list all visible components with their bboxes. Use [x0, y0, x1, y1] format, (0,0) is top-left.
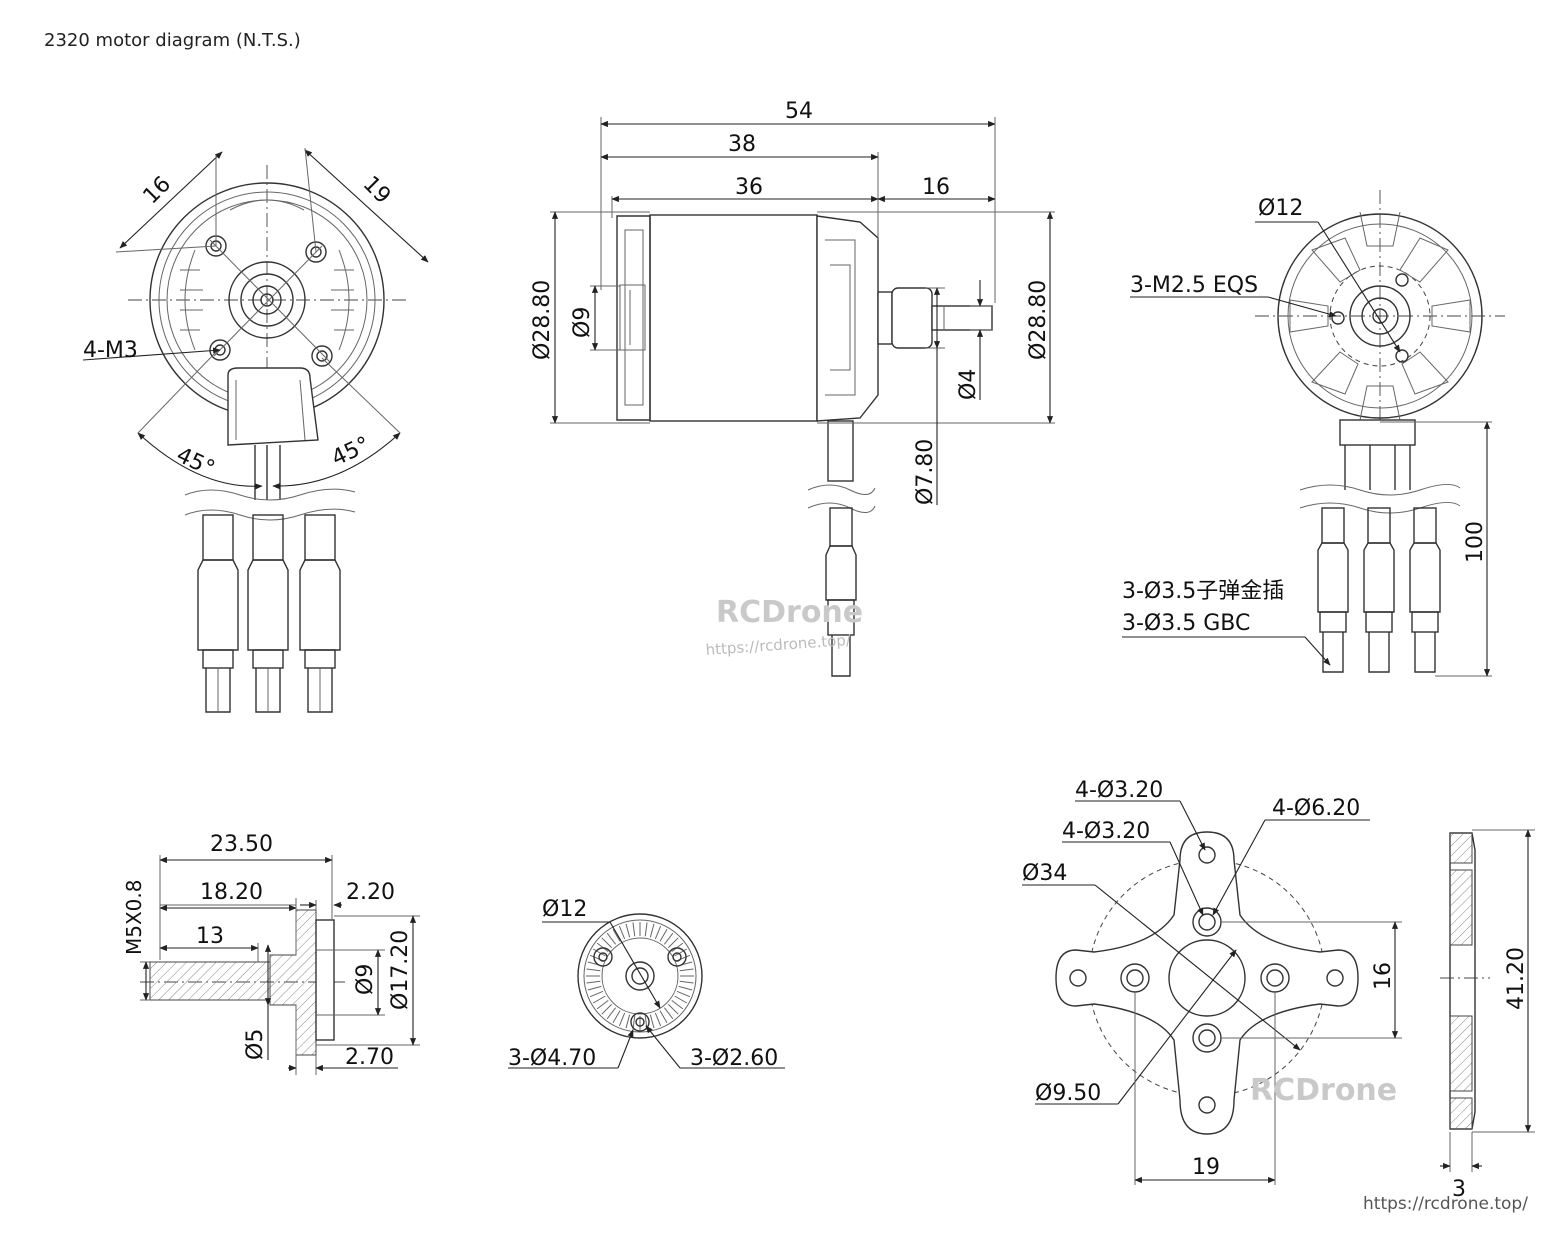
mount-holes-620: 4-Ø6.20 [1272, 796, 1360, 821]
side-view: 54 38 36 16 Ø28.80 Ø9 Ø28.80 Ø4 Ø7.80 [530, 99, 1055, 677]
adapter-tooth [592, 995, 606, 1004]
side-dia-28-right: Ø28.80 [1026, 280, 1051, 360]
adapter-tooth [618, 1012, 626, 1027]
watermark-url-1: https://rcdrone.top/ [705, 631, 852, 659]
adapter-tooth [644, 922, 648, 937]
adapter-tooth [667, 1003, 679, 1015]
adapter-tooth [667, 937, 679, 949]
mount-dim-16: 16 [1371, 962, 1396, 990]
side-dim-54: 54 [785, 99, 813, 124]
mount-dia-34: Ø34 [1022, 861, 1067, 886]
adapter-holes-260: 3-Ø2.60 [690, 1046, 778, 1071]
side-dim-38: 38 [728, 132, 756, 157]
rear-label-gbc-cn: 3-Ø3.5子弹金插 [1122, 579, 1284, 604]
adapter-tooth [679, 980, 694, 984]
mount-view: 4-Ø3.20 4-Ø3.20 4-Ø6.20 Ø34 Ø9.50 16 19 … [1022, 778, 1535, 1214]
mount-holes-320-a: 4-Ø3.20 [1075, 778, 1163, 803]
adapter-tooth [587, 985, 602, 991]
adapter-tooth [649, 923, 655, 938]
adapter-holes-470: 3-Ø4.70 [508, 1046, 596, 1071]
mount-dia-9-50: Ø9.50 [1035, 1081, 1101, 1106]
side-dim-16: 16 [922, 175, 950, 200]
rear-label-gbc-en: 3-Ø3.5 GBC [1122, 611, 1250, 636]
adapter-view: Ø12 3-Ø4.70 3-Ø2.60 [508, 897, 785, 1071]
front-label-4m3: 4-M3 [83, 338, 138, 363]
rear-view: Ø12 3-M2.5 EQS [1122, 190, 1505, 677]
adapter-tooth [654, 1012, 662, 1027]
side-dim-36: 36 [735, 175, 763, 200]
adapter-tooth [671, 999, 684, 1010]
watermark-url-2: https://rcdrone.top/ [1363, 1194, 1528, 1214]
adapter-tooth [659, 1010, 668, 1024]
adapter-tooth [663, 1007, 674, 1020]
shaft-dim-2-20: 2.20 [346, 880, 395, 905]
adapter-dia-12: Ø12 [542, 897, 587, 922]
adapter-teeth [586, 922, 694, 1030]
adapter-tooth [654, 925, 662, 940]
mount-dim-19: 19 [1192, 1155, 1220, 1180]
adapter-tooth [606, 1007, 617, 1020]
adapter-tooth [649, 1014, 655, 1029]
front-view: 16 19 4-M3 45° 45° [82, 147, 429, 713]
shaft-dim-2-70: 2.70 [345, 1045, 394, 1070]
shaft-dim-13: 13 [196, 924, 224, 949]
front-angle-right: 45° [328, 432, 374, 471]
rear-dia-12: Ø12 [1258, 196, 1303, 221]
rear-dim-100: 100 [1463, 521, 1488, 563]
shaft-dim-23-50: 23.50 [210, 832, 273, 857]
adapter-tooth [625, 1014, 631, 1029]
adapter-tooth [632, 922, 636, 937]
adapter-tooth [663, 932, 674, 945]
front-dim-16: 16 [139, 172, 176, 209]
adapter-tooth [659, 928, 668, 942]
shaft-dia-17-20: Ø17.20 [388, 930, 413, 1010]
shaft-dia-9: Ø9 [353, 964, 378, 995]
adapter-tooth [592, 948, 606, 957]
adapter-tooth [618, 925, 626, 940]
adapter-tooth [586, 968, 601, 972]
adapter-tooth [674, 995, 688, 1004]
side-dia-9: Ø9 [570, 307, 595, 338]
mount-dim-41-20: 41.20 [1504, 947, 1529, 1010]
adapter-tooth [625, 923, 631, 938]
adapter-tooth [586, 980, 601, 984]
shaft-dia-5: Ø5 [243, 1029, 268, 1060]
rear-label-m25: 3-M2.5 EQS [1130, 273, 1258, 298]
side-dia-4: Ø4 [956, 369, 981, 400]
watermark-brand-2: RCDrone [1250, 1073, 1397, 1108]
shaft-view: 23.50 18.20 13 M5X0.8 2.20 Ø9 Ø17.20 Ø5 [122, 832, 420, 1075]
adapter-tooth [678, 985, 693, 991]
adapter-tooth [589, 990, 604, 998]
side-dia-7-80: Ø7.80 [913, 439, 938, 505]
adapter-tooth [679, 968, 694, 972]
front-angle-left: 45° [172, 443, 218, 482]
adapter-tooth [606, 932, 617, 945]
side-dia-28-left: Ø28.80 [530, 280, 555, 360]
adapter-tooth [674, 948, 688, 957]
shaft-thread: M5X0.8 [122, 880, 146, 956]
adapter-tooth [596, 999, 609, 1010]
adapter-tooth [612, 928, 621, 942]
shaft-dim-18-20: 18.20 [200, 880, 263, 905]
adapter-tooth [612, 1010, 621, 1024]
adapter-tooth [676, 990, 691, 998]
adapter-tooth [601, 937, 613, 949]
adapter-tooth [601, 1003, 613, 1015]
mount-holes-320-b: 4-Ø3.20 [1062, 819, 1150, 844]
page-title: 2320 motor diagram (N.T.S.) [44, 30, 301, 51]
mount-dim-3: 3 [1452, 1177, 1466, 1202]
watermark-brand-1: RCDrone [716, 595, 863, 630]
